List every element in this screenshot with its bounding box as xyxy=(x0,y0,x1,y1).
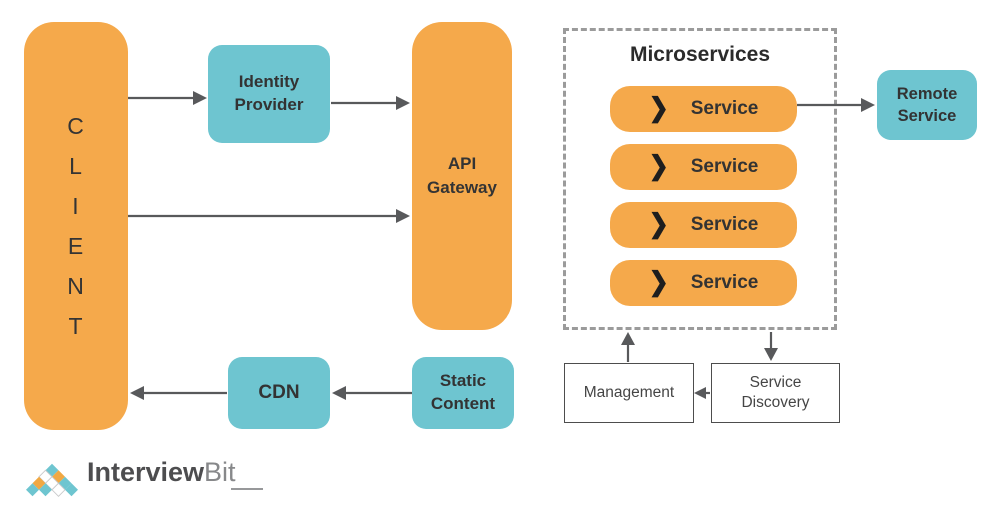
client-letter: E xyxy=(67,232,85,259)
service-label: Service xyxy=(690,156,759,177)
service-label: Service xyxy=(690,272,759,293)
api-gateway-node: API Gateway xyxy=(412,22,512,330)
service-discovery-node: Service Discovery xyxy=(711,363,840,423)
client-letter: C xyxy=(67,112,85,139)
arrow-cdn-to-client xyxy=(130,386,227,400)
service-discovery-label-line2: Discovery xyxy=(741,394,810,411)
interviewbit-logo-text: InterviewBit xyxy=(87,456,263,490)
microservices-group: Microservices ❯ Service ❯ Service ❯ Serv… xyxy=(563,28,837,330)
cdn-node: CDN xyxy=(228,357,330,429)
remote-service-label-line2: Service xyxy=(897,107,957,125)
interviewbit-logo-pyramid-icon xyxy=(26,463,78,497)
service-node-4: ❯ Service xyxy=(610,260,797,306)
arrow-static-content-to-cdn xyxy=(332,386,412,400)
arrow-service-discovery-to-management xyxy=(694,387,710,399)
arrow-identity-provider-to-api-gateway xyxy=(331,96,410,110)
client-letter: N xyxy=(67,272,85,299)
service-label: Service xyxy=(690,98,759,119)
arrow-management-to-microservices xyxy=(621,332,635,362)
client-node: C L I E N T xyxy=(24,22,128,430)
service-node-2: ❯ Service xyxy=(610,144,797,190)
chevron-right-icon: ❯ xyxy=(648,267,669,298)
microservices-title: Microservices xyxy=(629,43,771,66)
service-node-3: ❯ Service xyxy=(610,202,797,248)
static-content-node: Static Content xyxy=(412,357,514,429)
arrow-microservices-to-service-discovery xyxy=(764,332,778,361)
service-node-1: ❯ Service xyxy=(610,86,797,132)
cdn-label: CDN xyxy=(258,382,300,404)
identity-provider-label-line1: Identity xyxy=(238,72,300,92)
interviewbit-logo: InterviewBit xyxy=(26,450,263,498)
chevron-right-icon: ❯ xyxy=(648,93,669,124)
arrow-client-to-identity-provider xyxy=(128,91,207,105)
management-label: Management xyxy=(583,383,675,401)
api-gateway-label-line2: Gateway xyxy=(427,178,497,197)
logo-text-primary: Interview xyxy=(87,456,205,487)
static-content-label-line1: Static xyxy=(439,371,487,391)
api-gateway-label-line1: API xyxy=(447,154,477,174)
management-node: Management xyxy=(564,363,694,423)
client-letter: L xyxy=(69,152,83,179)
chevron-right-icon: ❯ xyxy=(648,151,669,182)
client-letter: I xyxy=(72,192,80,219)
client-letter: T xyxy=(68,312,84,339)
chevron-right-icon: ❯ xyxy=(648,209,669,240)
identity-provider-label-line2: Provider xyxy=(234,95,304,114)
service-discovery-label-line1: Service xyxy=(749,373,802,391)
arrow-client-to-api-gateway xyxy=(128,209,410,223)
static-content-label-line2: Content xyxy=(430,394,496,413)
logo-underline xyxy=(230,487,263,490)
service-label: Service xyxy=(690,214,759,235)
remote-service-node: Remote Service xyxy=(877,70,977,140)
remote-service-label-line1: Remote xyxy=(896,84,958,103)
logo-text-secondary: Bit xyxy=(204,456,236,487)
identity-provider-node: Identity Provider xyxy=(208,45,330,143)
